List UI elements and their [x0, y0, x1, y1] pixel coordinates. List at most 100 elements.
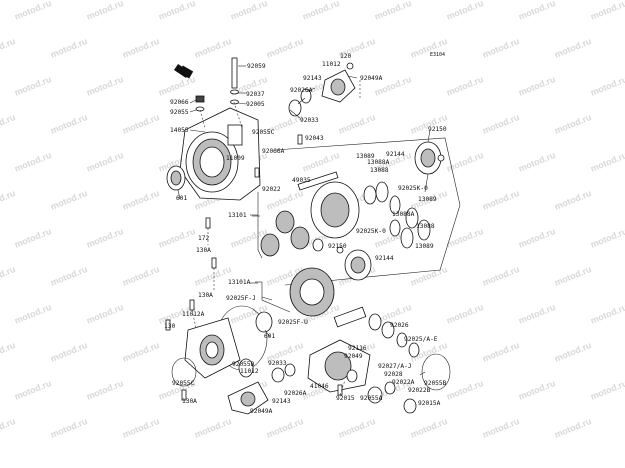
- watermark-text: motod.ru: [301, 150, 341, 174]
- part-label: 92055C: [252, 129, 275, 136]
- watermark-text: motod.ru: [517, 302, 557, 326]
- watermark-text: motod.ru: [445, 150, 485, 174]
- watermark-text: motod.ru: [49, 188, 89, 212]
- watermark-text: motod.ru: [85, 150, 125, 174]
- watermark-text: motod.ru: [13, 378, 53, 402]
- watermark-text: motod.ru: [481, 340, 521, 364]
- watermark-text: motod.ru: [49, 416, 89, 440]
- bottom-cover-drawing: [227, 363, 296, 415]
- pin-92059-drawing: [195, 57, 239, 112]
- watermark-text: motod.ru: [121, 36, 161, 60]
- watermark-text: motod.ru: [121, 264, 161, 288]
- alignment-lines: [191, 80, 361, 396]
- ring-gear-drawing: [289, 267, 335, 317]
- watermark-text: motod.ru: [265, 416, 305, 440]
- watermark-text: motod.ru: [445, 0, 485, 22]
- watermark-text: motod.ru: [337, 112, 377, 136]
- watermark-text: motod.ru: [0, 188, 17, 212]
- part-label: 130A: [196, 247, 211, 254]
- part-label: 13088: [416, 223, 435, 230]
- watermark-text: motod.ru: [13, 226, 53, 250]
- part-label: 92028: [384, 371, 403, 378]
- watermark-text: motod.ru: [13, 302, 53, 326]
- watermark-text: motod.ru: [85, 226, 125, 250]
- watermark-text: motod.ru: [589, 150, 625, 174]
- watermark-text: motod.ru: [517, 150, 557, 174]
- part-label: 130A: [182, 398, 197, 405]
- watermark-text: motod.ru: [445, 378, 485, 402]
- part-label: 92055B: [424, 380, 447, 387]
- front-direction-marker: [174, 64, 194, 79]
- watermark-text: motod.ru: [589, 226, 625, 250]
- part-label: 92033: [268, 360, 287, 367]
- part-label: 92116: [348, 345, 367, 352]
- watermark-text: motod.ru: [193, 416, 233, 440]
- watermark-text: motod.ru: [85, 378, 125, 402]
- watermark-text: motod.ru: [337, 416, 377, 440]
- watermark-text: motod.ru: [0, 340, 17, 364]
- part-label: 92049A: [250, 408, 273, 415]
- part-label: 13088A: [392, 211, 415, 218]
- watermark-text: motod.ru: [49, 36, 89, 60]
- watermark-text: motod.ru: [265, 36, 305, 60]
- part-label: 13089: [418, 196, 437, 203]
- watermark-text: motod.ru: [121, 416, 161, 440]
- watermark-text: motod.ru: [49, 340, 89, 364]
- part-label: 92049: [344, 353, 363, 360]
- lower-housing-drawing: [307, 339, 451, 414]
- watermark-text: motod.ru: [589, 302, 625, 326]
- watermark-text: motod.ru: [481, 112, 521, 136]
- cover-11012-drawing: [288, 62, 356, 117]
- part-label: 92027/A-J: [378, 363, 412, 370]
- part-label: 13101A: [228, 279, 251, 286]
- part-label: 92055A: [360, 395, 383, 402]
- part-label: 11012: [240, 368, 259, 375]
- flange-upper-drawing: [414, 141, 445, 175]
- part-label: 130: [164, 323, 175, 330]
- watermark-text: motod.ru: [553, 112, 593, 136]
- part-label: 49035: [292, 177, 311, 184]
- part-label: 92066A: [262, 148, 285, 155]
- watermark-text: motod.ru: [589, 0, 625, 22]
- watermark-text: motod.ru: [553, 188, 593, 212]
- watermark-text: motod.ru: [85, 302, 125, 326]
- pinion-shaft-drawing: [333, 306, 420, 358]
- part-label: 92025/A-E: [404, 336, 438, 343]
- part-label: 92026: [390, 322, 409, 329]
- bevel-gears-drawing: [260, 210, 324, 257]
- part-label: 92025K-0: [398, 185, 428, 192]
- watermark-text: motod.ru: [445, 226, 485, 250]
- part-label: 92143: [272, 398, 291, 405]
- diagram-code: E3104: [430, 52, 445, 58]
- watermark-text: motod.ru: [13, 150, 53, 174]
- part-label: 130A: [198, 292, 213, 299]
- part-label: 172: [198, 235, 209, 242]
- part-label: 92144: [375, 255, 394, 262]
- watermark-text: motod.ru: [13, 74, 53, 98]
- housing-14055-drawing: [166, 107, 261, 201]
- watermark-text: motod.ru: [481, 416, 521, 440]
- part-label: 92143: [303, 75, 322, 82]
- part-label: 92055C: [172, 380, 195, 387]
- watermark-text: motod.ru: [409, 416, 449, 440]
- part-label: 13101: [228, 212, 247, 219]
- part-label: 92150: [428, 126, 447, 133]
- part-label: 92022B: [408, 387, 431, 394]
- watermark-text: motod.ru: [0, 36, 17, 60]
- watermark-text: motod.ru: [553, 264, 593, 288]
- watermark-text: motod.ru: [121, 188, 161, 212]
- watermark-text: motod.ru: [517, 378, 557, 402]
- flange-lower-drawing: [336, 246, 372, 281]
- part-label: 92049A: [360, 75, 383, 82]
- watermark-text: motod.ru: [481, 264, 521, 288]
- watermark-text: motod.ru: [373, 0, 413, 22]
- watermark-text: motod.ru: [157, 226, 197, 250]
- bolts-drawing: [165, 134, 343, 401]
- watermark-text: motod.ru: [445, 302, 485, 326]
- part-label: 13089: [415, 243, 434, 250]
- watermark-text: motod.ru: [589, 378, 625, 402]
- part-number-labels: 92059 120 11012 92143 92049A 92037 92005…: [164, 53, 447, 415]
- part-label: 92055: [170, 109, 189, 116]
- part-label: 11009: [226, 155, 245, 162]
